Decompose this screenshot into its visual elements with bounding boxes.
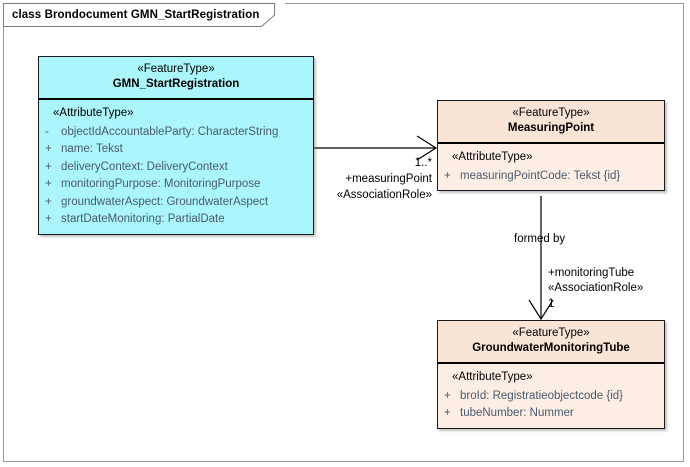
attribute-visibility: + — [45, 143, 52, 156]
attribute-visibility: - — [45, 126, 49, 139]
attribute-text: tubeNumber: Nummer — [460, 407, 574, 420]
association-name-formed-by: formed by — [514, 233, 566, 245]
class-name: MeasuringPoint — [507, 122, 595, 135]
attribute-text: name: Tekst — [61, 143, 123, 156]
attribute-stereotype: «AttributeType» — [53, 107, 134, 120]
class-name: GroundwaterMonitoringTube — [472, 342, 630, 355]
class-stereotype: «FeatureType» — [137, 63, 215, 75]
class-stereotype: «FeatureType» — [512, 327, 590, 339]
association-multiplicity-monitoringtube: 1 — [548, 298, 555, 310]
class-header-gmn-startregistration: «FeatureType» GMN_StartRegistration — [39, 57, 313, 101]
class-attributes-gmn-startregistration: «AttributeType» - objectIdAccountablePar… — [39, 100, 313, 234]
attribute-row: + groundwaterAspect: GroundwaterAspect — [45, 194, 309, 211]
association-stereotype-monitoringtube: «AssociationRole» — [548, 282, 644, 294]
attribute-row: + startDateMonitoring: PartialDate — [45, 211, 309, 228]
attribute-row: + measuringPointCode: Tekst {id} — [444, 168, 660, 185]
attribute-text: measuringPointCode: Tekst {id} — [460, 170, 621, 183]
class-attributes-measuringpoint: «AttributeType» + measuringPointCode: Te… — [438, 144, 664, 191]
attribute-row: + broId: Registratieobjectcode {id} — [444, 388, 660, 405]
attribute-text: deliveryContext: DeliveryContext — [61, 160, 228, 173]
attribute-text: objectIdAccountableParty: CharacterStrin… — [61, 126, 279, 139]
association-stereotype-measuringpoint: «AssociationRole» — [336, 189, 432, 201]
class-name: GMN_StartRegistration — [112, 78, 240, 91]
attribute-visibility: + — [444, 390, 451, 403]
association-role-monitoringtube: +monitoringTube — [548, 267, 635, 279]
diagram-title-tab: class Brondocument GMN_StartRegistration — [3, 3, 286, 27]
attribute-text: broId: Registratieobjectcode {id} — [460, 390, 624, 403]
attribute-visibility: + — [45, 178, 52, 191]
attribute-row: + deliveryContext: DeliveryContext — [45, 159, 309, 176]
attribute-text: monitoringPurpose: MonitoringPurpose — [61, 178, 261, 191]
class-stereotype: «FeatureType» — [512, 107, 590, 119]
class-header-groundwatermonitoringtube: «FeatureType» GroundwaterMonitoringTube — [438, 321, 664, 365]
attribute-row: - objectIdAccountableParty: CharacterStr… — [45, 124, 309, 141]
class-box-groundwatermonitoringtube[interactable]: «FeatureType» GroundwaterMonitoringTube … — [437, 320, 665, 429]
attribute-visibility: + — [45, 213, 52, 226]
class-box-gmn-startregistration[interactable]: «FeatureType» GMN_StartRegistration «Att… — [38, 56, 314, 235]
attribute-stereotype: «AttributeType» — [452, 151, 533, 164]
attribute-visibility: + — [444, 407, 451, 420]
attribute-row: + tubeNumber: Nummer — [444, 405, 660, 422]
class-header-measuringpoint: «FeatureType» MeasuringPoint — [438, 101, 664, 145]
class-attributes-groundwatermonitoringtube: «AttributeType» + broId: Registratieobje… — [438, 364, 664, 428]
attribute-stereotype: «AttributeType» — [452, 371, 533, 384]
attribute-text: groundwaterAspect: GroundwaterAspect — [61, 195, 269, 208]
association-role-measuringpoint: +measuringPoint — [345, 173, 432, 185]
class-box-measuringpoint[interactable]: «FeatureType» MeasuringPoint «AttributeT… — [437, 100, 665, 192]
association-multiplicity-measuringpoint: 1..* — [414, 157, 432, 169]
diagram-title: class Brondocument GMN_StartRegistration — [12, 9, 260, 21]
attribute-text: startDateMonitoring: PartialDate — [61, 213, 225, 226]
attribute-row: + name: Tekst — [45, 141, 309, 158]
attribute-visibility: + — [45, 160, 52, 173]
attribute-visibility: + — [45, 195, 52, 208]
attribute-row: + monitoringPurpose: MonitoringPurpose — [45, 176, 309, 193]
attribute-visibility: + — [444, 170, 451, 183]
